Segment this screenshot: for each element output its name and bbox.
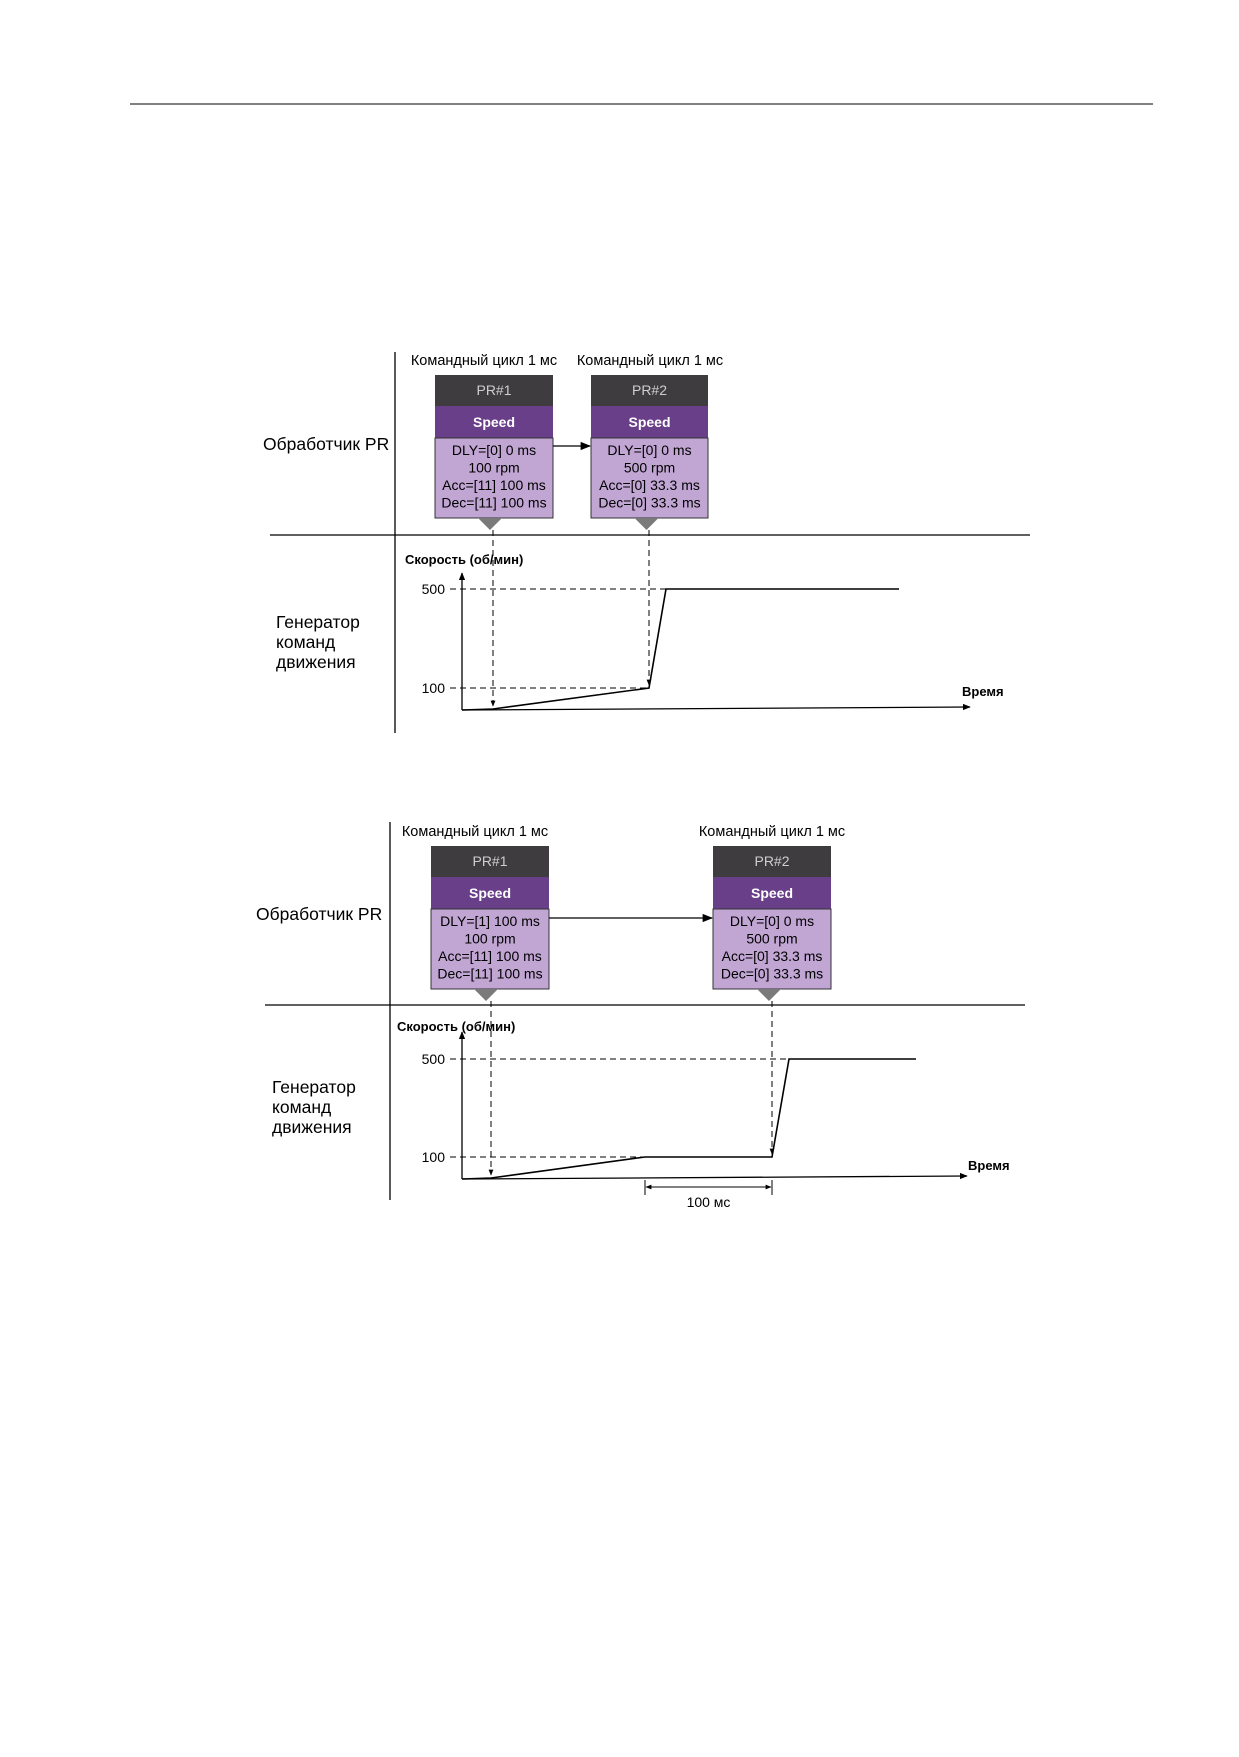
pr-box-header-bg <box>591 375 708 406</box>
speed-profile-line <box>461 1058 916 1180</box>
interval-label: 100 мс <box>687 1194 731 1210</box>
y-tick-100: 100 <box>422 1149 446 1165</box>
y-tick-500: 500 <box>422 1051 446 1067</box>
pr-box-param: 500 rpm <box>624 460 675 476</box>
generator-label-line: Генератор <box>272 1077 356 1097</box>
pr-box-header: PR#2 <box>754 853 789 869</box>
command-cycle-label: Командный цикл 1 мс <box>699 824 845 840</box>
command-cycle-label: Командный цикл 1 мс <box>411 353 557 369</box>
pr-box-param: DLY=[0] 0 ms <box>730 913 814 929</box>
pr-box-type: Speed <box>469 885 511 901</box>
pr-handler-label: Обработчик PR <box>263 434 389 454</box>
pr-box-type: Speed <box>628 414 670 430</box>
pr-box-param: Dec=[0] 33.3 ms <box>598 495 700 511</box>
generator-label-line: Генератор <box>276 612 360 632</box>
generator-label-line: движения <box>276 652 356 672</box>
y-axis-title: Скорость (об/мин) <box>397 1019 515 1034</box>
command-cycle-label: Командный цикл 1 мс <box>577 353 723 369</box>
pr-box-param: Acc=[0] 33.3 ms <box>599 477 700 493</box>
pr-box-header: PR#1 <box>472 853 507 869</box>
pr-handler-label: Обработчик PR <box>256 904 382 924</box>
pr-box-param: 500 rpm <box>746 931 797 947</box>
pr-box-param: Dec=[11] 100 ms <box>441 495 546 511</box>
pr-box-params-bg <box>712 908 832 990</box>
pr-box-param: 100 rpm <box>464 931 515 947</box>
trigger-triangle-icon <box>478 518 502 530</box>
x-axis <box>461 703 971 711</box>
trigger-triangle-icon <box>474 989 498 1001</box>
pr-box-type: Speed <box>473 414 515 430</box>
x-axis-title: Время <box>968 1158 1010 1173</box>
pr-box-header-bg <box>435 375 553 406</box>
pr-box-param: DLY=[0] 0 ms <box>607 442 691 458</box>
y-tick-500: 500 <box>422 581 446 597</box>
pr-box-param: Acc=[0] 33.3 ms <box>722 948 823 964</box>
pr-box-params-bg <box>434 437 554 519</box>
generator-label-line: команд <box>272 1097 331 1117</box>
pr-box-params-bg <box>590 437 709 519</box>
pr-box-header-bg <box>713 846 831 877</box>
pr-box-type-bg <box>435 406 553 438</box>
pr-box-param: Acc=[11] 100 ms <box>438 948 542 964</box>
pr-box-type-bg <box>713 877 831 909</box>
trigger-triangle-icon <box>757 989 781 1001</box>
trigger-triangle-icon <box>634 518 659 530</box>
pr-box-param: Acc=[11] 100 ms <box>442 477 546 493</box>
speed-profile-line <box>461 588 899 711</box>
pr-box-param: 100 rpm <box>468 460 519 476</box>
generator-label-line: движения <box>272 1117 352 1137</box>
pr-box-param: DLY=[0] 0 ms <box>452 442 536 458</box>
pr-box-type-bg <box>431 877 549 909</box>
x-axis <box>461 1172 968 1180</box>
pr-box-header: PR#2 <box>632 382 667 398</box>
pr-box-type-bg <box>591 406 708 438</box>
diagrams: Обработчик PRГенераторкоманддвиженияКома… <box>256 352 1030 1210</box>
pr-box-param: DLY=[1] 100 ms <box>440 913 540 929</box>
y-tick-100: 100 <box>422 680 446 696</box>
pr-box-header-bg <box>431 846 549 877</box>
pr-box-param: Dec=[11] 100 ms <box>437 966 542 982</box>
pr-box-param: Dec=[0] 33.3 ms <box>721 966 823 982</box>
pr-box-type: Speed <box>751 885 793 901</box>
generator-label-line: команд <box>276 632 335 652</box>
y-axis-title: Скорость (об/мин) <box>405 552 523 567</box>
command-cycle-label: Командный цикл 1 мс <box>402 824 548 840</box>
x-axis-title: Время <box>962 684 1004 699</box>
pr-box-header: PR#1 <box>476 382 511 398</box>
